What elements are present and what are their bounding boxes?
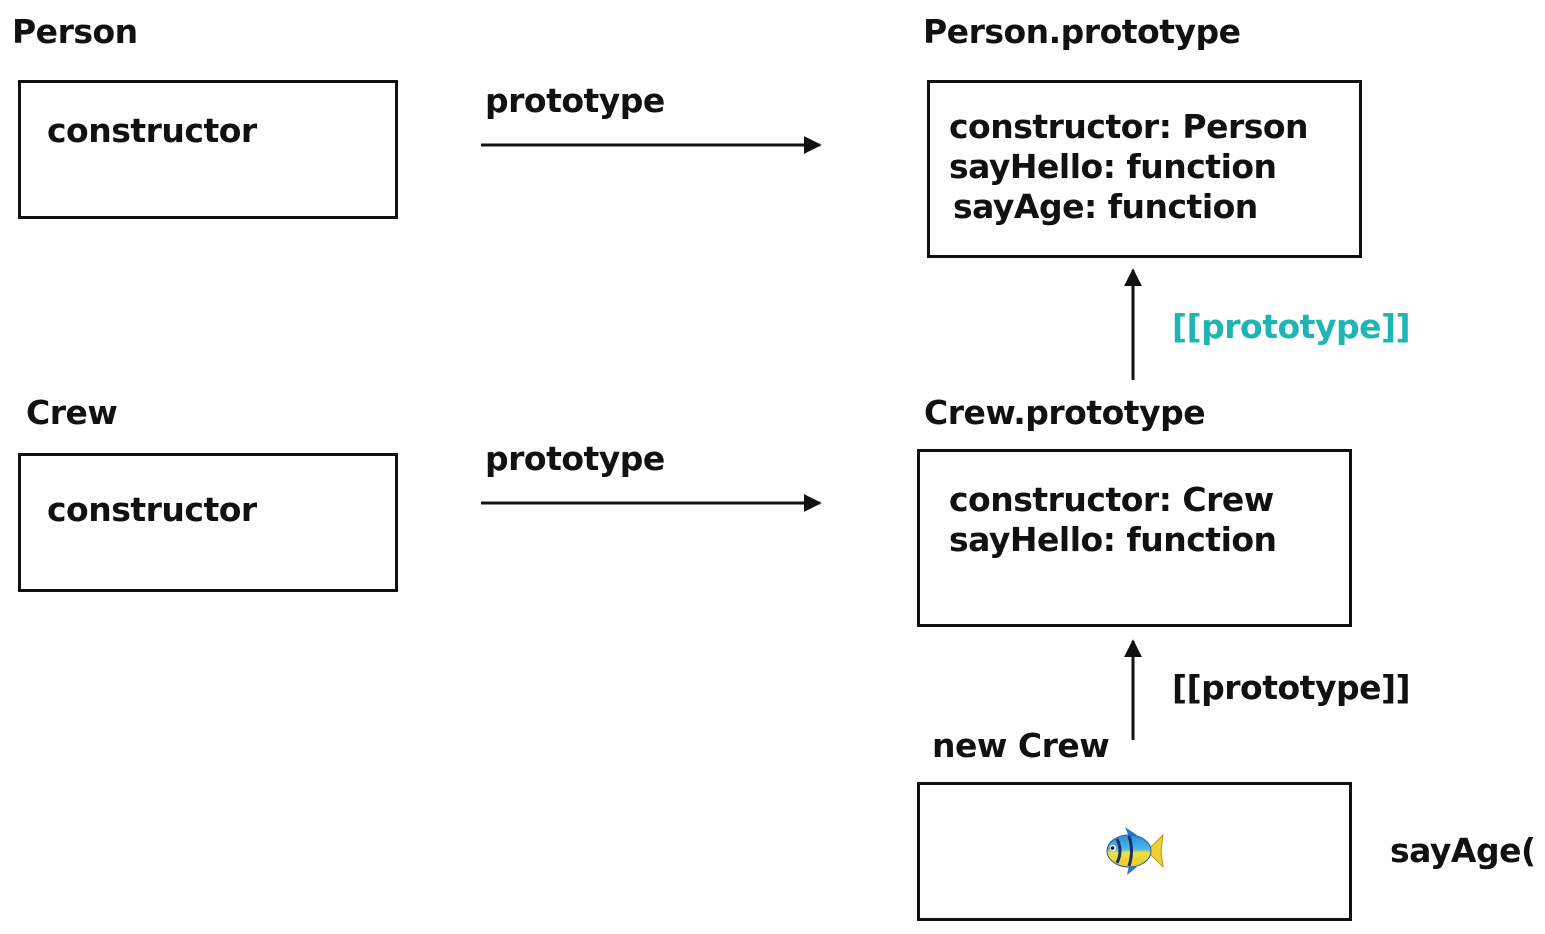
person-prototype-edge-label: prototype	[485, 81, 665, 120]
person-box: constructor	[18, 80, 398, 219]
crew-prototype-edge-label: prototype	[485, 439, 665, 478]
tropical-fish-icon	[1106, 827, 1164, 875]
person-constructor-label: constructor	[47, 111, 257, 150]
person-prototype-line-constructor: constructor: Person	[949, 107, 1309, 146]
person-prototype-line-sayhello: sayHello: function	[949, 147, 1277, 186]
person-prototype-title: Person.prototype	[923, 12, 1241, 51]
proto-chain-edge-label: [[prototype]]	[1172, 307, 1411, 346]
person-prototype-box: constructor: Person sayHello: function s…	[927, 80, 1362, 258]
crew-prototype-properties: constructor: Crew sayHello: function	[949, 480, 1277, 560]
crew-prototype-title: Crew.prototype	[924, 393, 1206, 432]
instance-proto-edge-label: [[prototype]]	[1172, 668, 1411, 707]
crew-constructor-label: constructor	[47, 490, 257, 529]
sayage-call-label: sayAge( )	[1390, 831, 1545, 870]
person-prototype-properties: constructor: Person sayHello: function s…	[949, 107, 1309, 227]
crew-prototype-line-constructor: constructor: Crew	[949, 480, 1274, 519]
crew-box: constructor	[18, 453, 398, 592]
new-crew-title: new Crew	[932, 726, 1110, 765]
crew-prototype-box: constructor: Crew sayHello: function	[917, 449, 1352, 627]
person-title: Person	[12, 12, 138, 51]
person-prototype-line-sayage: sayAge: function	[953, 187, 1258, 226]
crew-title: Crew	[26, 393, 118, 432]
crew-prototype-line-sayhello: sayHello: function	[949, 520, 1277, 559]
